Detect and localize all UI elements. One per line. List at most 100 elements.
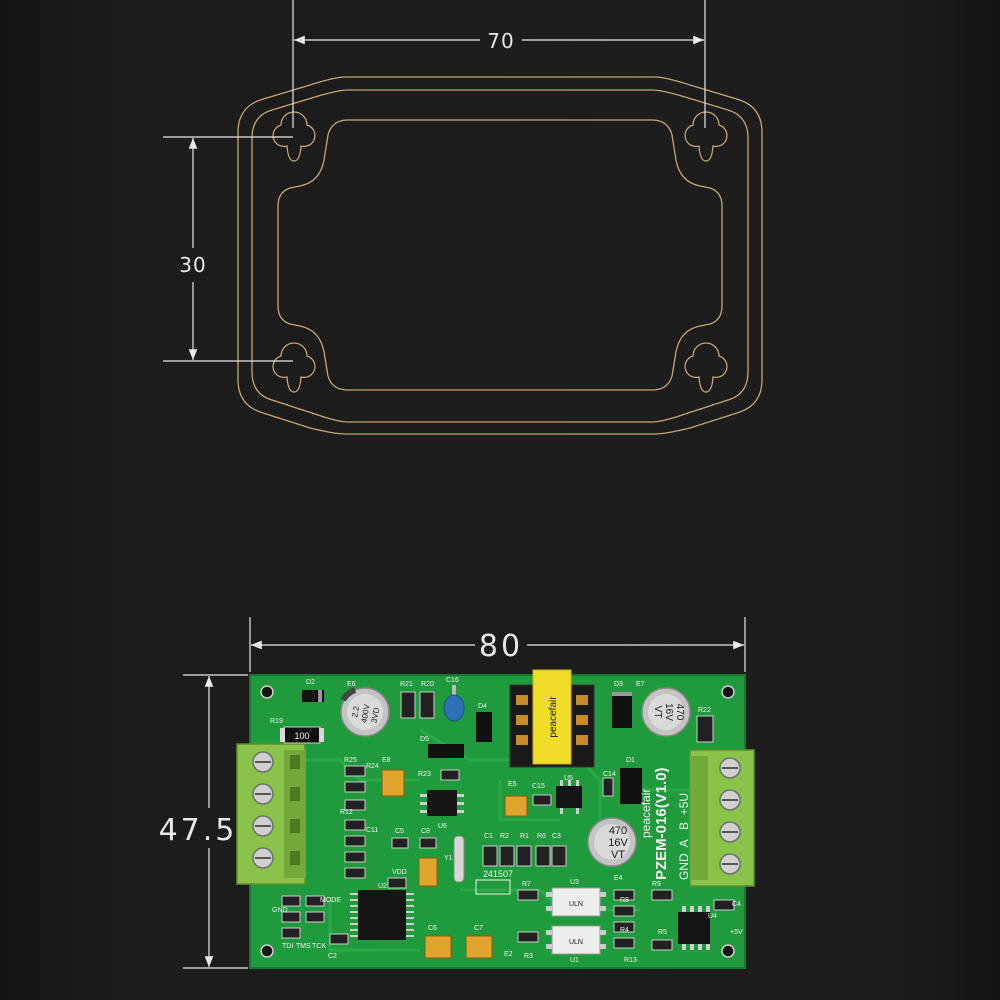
ic-u5 [556, 780, 582, 814]
label-d2: D2 [306, 679, 315, 686]
mounting-hole-top-right [684, 111, 728, 162]
width-dimension-bottom [249, 617, 746, 672]
ic-u2 [350, 890, 414, 940]
diode-d4 [476, 712, 492, 742]
label-c2: C2 [328, 953, 337, 960]
label-e4: E4 [614, 875, 623, 882]
label-u4: U4 [708, 913, 717, 920]
height-dimension-top [163, 136, 293, 362]
cap-e4-text-2: 16V [608, 837, 628, 849]
label-d4: D4 [478, 703, 487, 710]
label-u6: U6 [438, 823, 447, 830]
terminal-block-right [689, 749, 755, 887]
label-r4: R4 [620, 927, 629, 934]
label-e7: E7 [636, 681, 645, 688]
enclosure-outline [237, 76, 763, 435]
cap-e6-text-1: 2.2 [350, 705, 361, 718]
capacitor-e6 [340, 687, 390, 737]
label-e2: E2 [504, 951, 513, 958]
label-r5: R5 [658, 929, 667, 936]
transformer-brand-label: peacefair [548, 696, 559, 738]
opto-u3-text: ULN [569, 901, 583, 908]
mounting-hole-bottom-right [684, 342, 728, 393]
capacitor-c16 [443, 685, 465, 722]
label-r13: R13 [624, 957, 637, 964]
label-mode: MODE [320, 897, 341, 904]
label-r9: R9 [652, 881, 661, 888]
label-c6: C6 [428, 925, 437, 932]
label-c4: C4 [732, 901, 741, 908]
label-r24: R24 [366, 763, 379, 770]
mounting-hole-bottom-left [272, 342, 316, 393]
height-label-top: 30 [179, 253, 206, 277]
diode-d3 [612, 692, 632, 728]
resistor-value: 100 [294, 731, 309, 741]
label-d3: D3 [614, 681, 623, 688]
label-r8: R8 [620, 897, 629, 904]
cap-e7-text-2: 16V [663, 703, 674, 721]
resistor-r19 [280, 726, 324, 744]
label-r3: R3 [524, 953, 533, 960]
cap-e6-text-3: 3VD [370, 707, 382, 724]
diode-d1 [620, 768, 642, 804]
crystal-y1 [453, 835, 465, 883]
label-c7: C7 [474, 925, 483, 932]
label-r22: R22 [698, 707, 711, 714]
ic-u4 [678, 906, 710, 950]
board-brand-label: peacefair [639, 789, 653, 838]
opto-u1-text: ULN [569, 939, 583, 946]
tantalum-capacitors [381, 769, 528, 959]
label-c1: C1 [484, 833, 493, 840]
label-r20: R20 [421, 681, 434, 688]
label-plus5v: +5V [730, 929, 743, 936]
label-e6: E6 [347, 681, 356, 688]
label-r7: R7 [522, 881, 531, 888]
label-d5: D5 [420, 736, 429, 743]
terminal-block-left [236, 743, 306, 885]
diode-d5 [428, 744, 464, 758]
cap-e7-text-1: 470 [674, 704, 685, 721]
smd-components [281, 691, 735, 951]
label-r6: R6 [537, 833, 546, 840]
label-vdd: VDD [392, 869, 407, 876]
label-c5: C5 [395, 828, 404, 835]
label-tms: TMS [296, 943, 311, 950]
label-gnd: GND [272, 907, 288, 914]
width-label-top: 70 [487, 29, 514, 53]
date-code-label: 241507 [483, 869, 513, 879]
label-u5: U5 [564, 775, 573, 782]
label-u3: U3 [570, 879, 579, 886]
label-d1: D1 [626, 757, 635, 764]
label-r2: R2 [500, 833, 509, 840]
cap-e4-text-3: VT [611, 849, 625, 861]
label-e8: E8 [382, 757, 391, 764]
optocoupler-u3 [546, 887, 606, 917]
capacitor-e4 [587, 817, 637, 867]
optocoupler-u1 [546, 925, 606, 955]
ic-u6 [420, 790, 464, 816]
label-r21: R21 [400, 681, 413, 688]
label-e5: E5 [508, 781, 517, 788]
label-c16: C16 [446, 677, 459, 684]
height-dimension-bottom [183, 674, 248, 969]
label-r12: R12 [340, 809, 353, 816]
label-c8: C8 [421, 828, 430, 835]
capacitor-e7 [641, 687, 691, 737]
diode-d2 [302, 690, 324, 702]
label-c11: C11 [366, 827, 378, 834]
label-u2: U2 [378, 883, 387, 890]
board-pin-labels: GND A B +5U [677, 793, 691, 880]
label-r25: R25 [344, 757, 357, 764]
transformer: peacefair [509, 669, 595, 768]
width-label-bottom: 80 [479, 629, 523, 664]
label-r19: R19 [270, 718, 283, 725]
label-c14: C14 [603, 771, 616, 778]
label-c3: C3 [552, 833, 561, 840]
label-r1: R1 [520, 833, 529, 840]
label-tdi: TDI [282, 943, 293, 950]
mounting-hole-top-left [272, 111, 316, 162]
label-tck: TCK [312, 943, 326, 950]
marking-box [475, 879, 511, 895]
